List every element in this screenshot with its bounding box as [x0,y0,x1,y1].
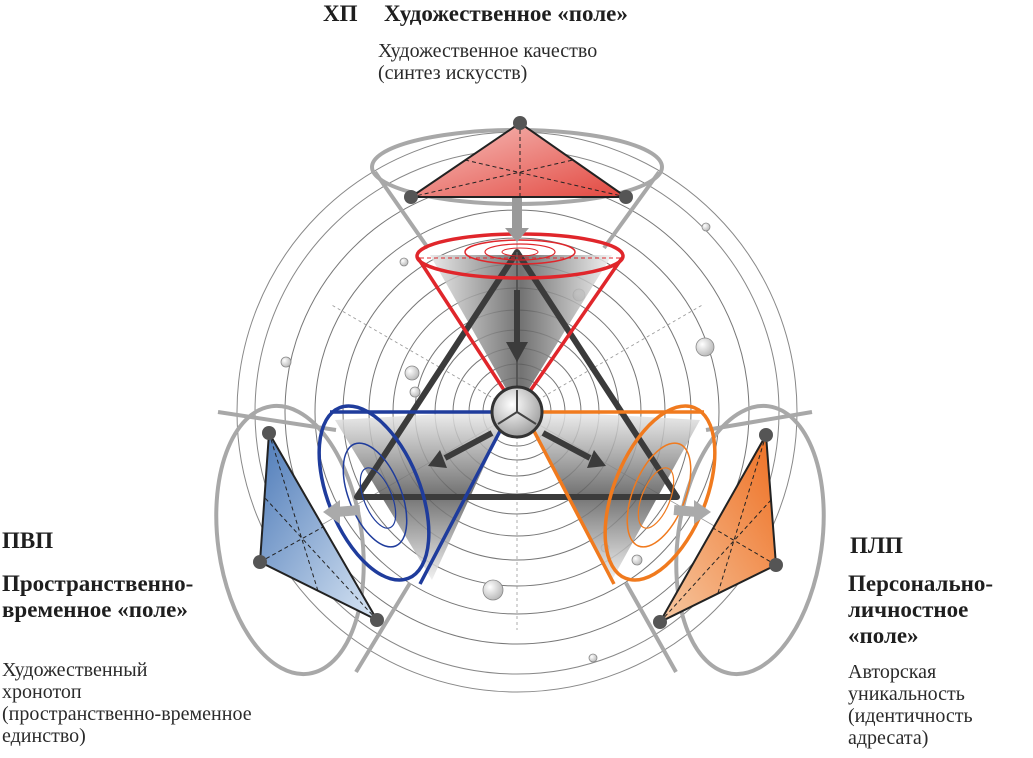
left-field-title: Пространственно- временное «поле» [2,571,194,622]
left-field-abbr: ПВП [2,528,54,553]
right-field-title: Персонально- личностное «поле» [848,571,994,648]
right-field-abbr: ПЛП [850,533,903,558]
top-field-description: Художественное качество (синтез искусств… [378,40,598,84]
central-triangle [354,249,680,500]
right-field-description: Авторская уникальность (идентичность адр… [848,661,973,749]
top-field-abbr: ХП [323,1,358,26]
right-orange-triangle [653,428,783,629]
outer-field-cones [214,128,826,677]
left-field-description: Художественный хронотоп (пространственно… [2,659,252,747]
central-hub [490,385,544,439]
top-red-triangle [404,116,633,204]
top-field-title: Художественное «поле» [384,1,628,26]
flow-arrows [323,195,711,524]
left-blue-triangle [253,426,384,627]
